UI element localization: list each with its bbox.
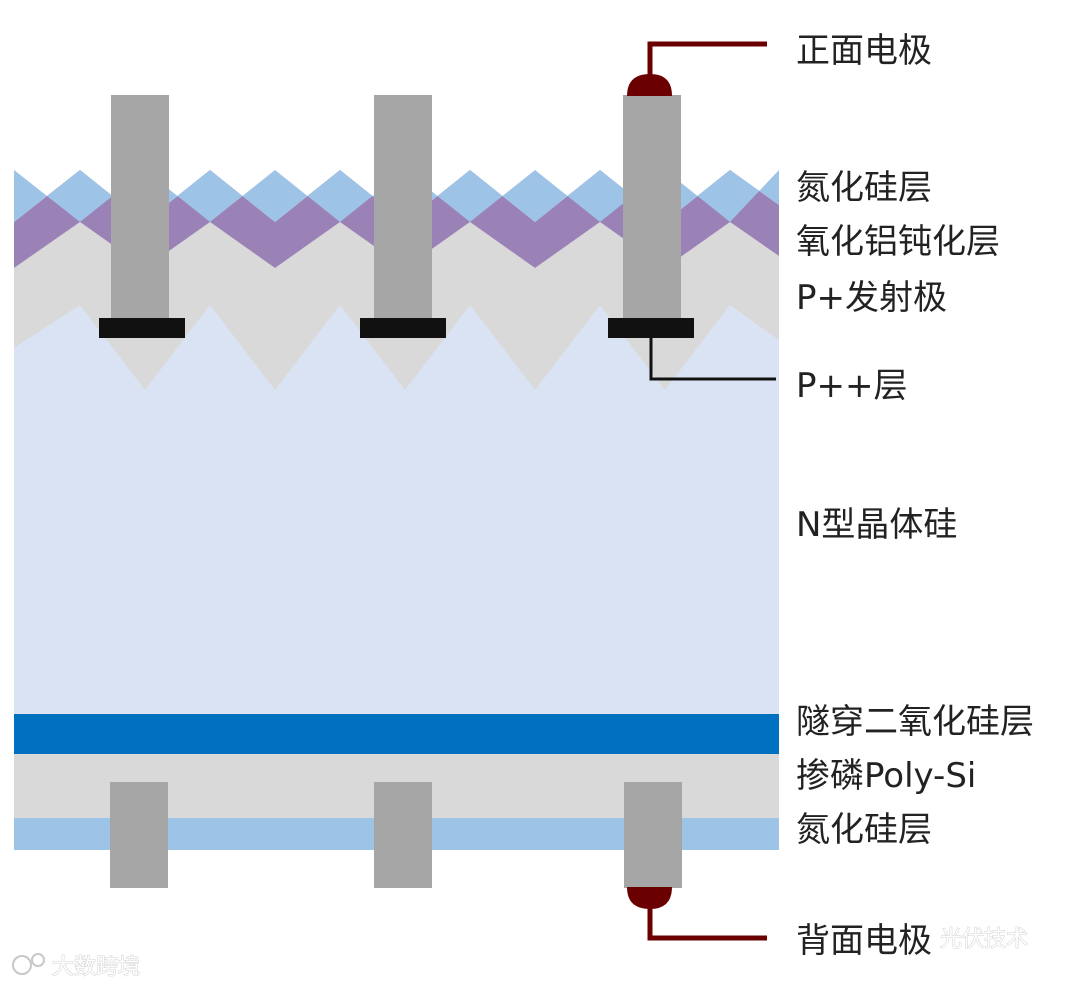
p-plus-plus-contact — [608, 318, 694, 338]
label-front-electrode: 正面电极 — [796, 31, 932, 71]
watermark-left-text: 大数跨境 — [52, 955, 140, 980]
front-finger-electrode — [623, 95, 681, 320]
rear-finger-electrode — [624, 782, 682, 888]
label-tunnel-oxide: 隧穿二氧化硅层 — [796, 702, 1034, 742]
label-silicon-nitride-bottom: 氮化硅层 — [796, 810, 932, 850]
rear-finger-electrode — [110, 782, 168, 888]
p-plus-plus-leader-line — [649, 338, 776, 381]
front-solder-cap — [627, 74, 672, 96]
label-alumina-passivation: 氧化铝钝化层 — [796, 222, 1000, 262]
p-plus-plus-contact — [99, 318, 185, 338]
label-back-electrode: 背面电极 — [796, 921, 932, 961]
watermark-logo-icon — [12, 955, 32, 975]
rear-finger-electrode — [374, 782, 432, 888]
watermark-logo-icon — [31, 953, 45, 967]
front-electrode-leader-line — [647, 41, 767, 76]
watermark-right-text: 光伏技术 — [940, 927, 1028, 952]
front-finger-electrode — [374, 95, 432, 320]
label-p-emitter: P+发射极 — [796, 278, 947, 318]
label-doped-poly: 掺磷Poly-Si — [796, 756, 976, 796]
watermark-left: 大数跨境 — [12, 953, 141, 981]
tunnel-oxide-layer — [14, 714, 779, 754]
front-finger-electrode — [111, 95, 169, 320]
rear-solder-cap — [627, 887, 672, 909]
label-p-plus-plus: P++层 — [796, 366, 907, 406]
p-plus-plus-contact — [360, 318, 446, 338]
label-n-silicon: N型晶体硅 — [796, 505, 957, 545]
rear-electrode-leader-line — [647, 907, 767, 941]
label-silicon-nitride-top: 氮化硅层 — [796, 168, 932, 208]
